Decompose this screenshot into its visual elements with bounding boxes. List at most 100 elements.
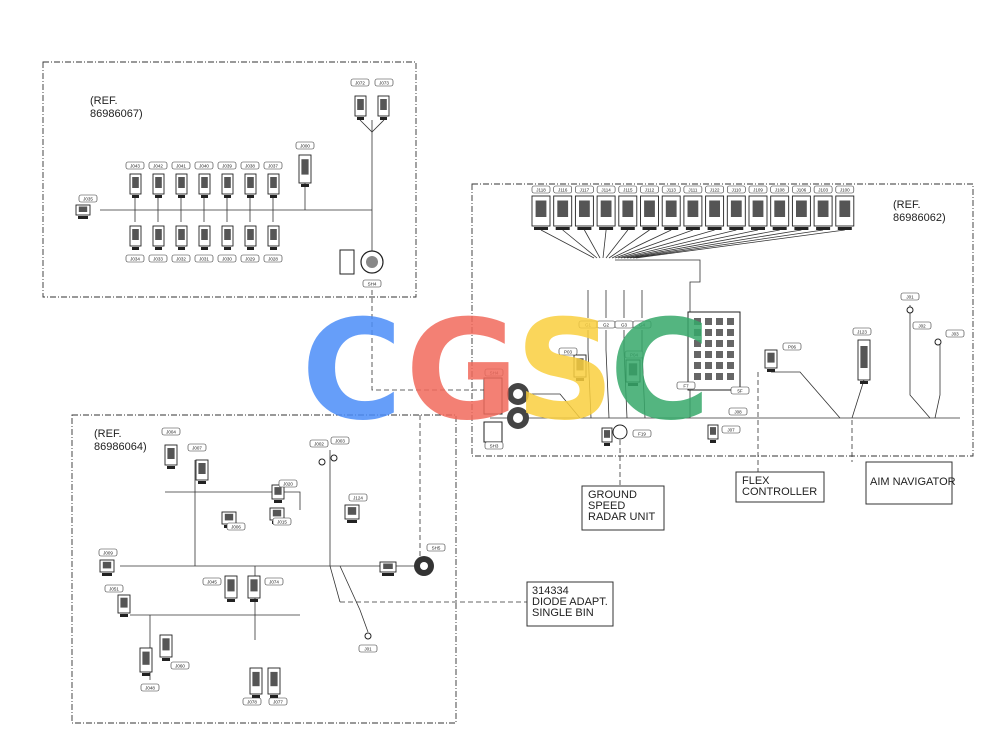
tl-plug-J030-boot <box>224 247 231 250</box>
tl-plug-J040-pins <box>201 177 208 188</box>
right-fan-wire <box>540 229 595 259</box>
bl-conn-J074-label: J074 <box>269 580 279 585</box>
tl-plug-J033 <box>152 225 165 250</box>
right-conn-J113-tag <box>661 185 681 194</box>
right-conn-J07-tag <box>721 425 741 434</box>
bl-conn-SH5-label: SH5 <box>432 546 441 551</box>
right-fuse-slot <box>727 318 734 325</box>
bl-conn-J003-tag <box>330 436 350 445</box>
bl-plug-J020 <box>271 484 285 503</box>
tl-conn-J029-tag <box>240 254 260 263</box>
tl-plug-J039-pins <box>224 177 231 188</box>
right-block-J103 <box>813 195 833 230</box>
callout-flex-controller-box <box>735 471 825 503</box>
tl-conn-J032-tag <box>171 254 191 263</box>
tl-plug-J028 <box>267 225 280 250</box>
tl-plug-J034 <box>129 225 142 250</box>
callout-flex-controller-line-0: FLEX <box>742 475 770 487</box>
tl-conn-J030-label: J030 <box>222 257 232 262</box>
tl-top-branch <box>359 119 385 133</box>
bl-ground-ring-j01 <box>364 632 372 640</box>
right-block-J109-pins <box>752 200 764 217</box>
tl-plug-J030 <box>221 225 234 250</box>
right-fuse-slot <box>716 362 723 369</box>
right-conn-P06-tag <box>782 342 802 351</box>
tl-conn-J038-tag <box>240 161 260 170</box>
right-block-J113-pins <box>665 200 677 217</box>
right-block-J118-pins <box>535 200 547 217</box>
right-block-J122 <box>705 195 725 230</box>
right-ground-ring <box>906 306 914 314</box>
right-radar-connector <box>612 424 628 440</box>
right-fuse-wire <box>587 330 592 419</box>
tl-conn-J041-label: J041 <box>176 164 186 169</box>
ref-label-right-1: (REF. <box>893 199 921 211</box>
right-conn-J117-label: J117 <box>580 188 590 193</box>
bl-conn-J060-tag <box>170 661 190 670</box>
right-conn-J108-label: J108 <box>775 188 785 193</box>
right-block-J111 <box>683 195 703 230</box>
right-fuse-slot <box>705 351 712 358</box>
bl-plug-J060 <box>159 634 173 661</box>
tl-plug-J031 <box>198 225 211 250</box>
right-plug-J123-boot <box>860 381 868 384</box>
right-block-J116-boot <box>555 227 570 230</box>
right-block-J100-pins <box>839 200 851 217</box>
right-fuse-wire <box>623 330 628 419</box>
right-conn-J123-label: J123 <box>857 330 867 335</box>
bl-conn-J051-tag <box>104 584 124 593</box>
tl-plug-J033-boot <box>155 247 162 250</box>
right-round-connector-2-core <box>513 413 523 423</box>
right-fuse-slot <box>694 362 701 369</box>
tl-plug-J028-boot <box>270 247 277 250</box>
right-plug-J123 <box>857 339 871 384</box>
tl-plug-J031-boot <box>201 247 208 250</box>
right-block-J112-pins <box>644 200 655 217</box>
right-conn-J112-label: J112 <box>645 188 655 193</box>
right-conn-J100-label: J100 <box>840 188 850 193</box>
right-conn-J03-label: J03 <box>951 332 959 337</box>
right-round-connector-1-core <box>513 389 523 399</box>
tl-conn-J030-tag <box>217 254 237 263</box>
tl-plug-J033-pins <box>155 229 162 240</box>
right-conn-J111-tag <box>683 185 703 194</box>
right-block-J122-pins <box>709 200 720 217</box>
callout-ground-speed-line-2: RADAR UNIT <box>588 511 656 523</box>
right-fan-wire <box>611 229 672 259</box>
right-conn-F19-label: F19 <box>638 432 646 437</box>
right-fuse-G3-label: G3 <box>621 323 628 328</box>
bl-conn-J048-tag <box>140 683 160 692</box>
right-conn-J118-label: J118 <box>536 188 546 193</box>
bl-conn-J048-label: J048 <box>145 686 155 691</box>
right-block-J108-boot <box>772 227 787 230</box>
right-fuse-slot <box>705 373 712 380</box>
right-conn-J116-tag <box>553 185 573 194</box>
bl-conn-J124-tag <box>348 493 368 502</box>
bl-round-connector-sh5-core <box>420 562 428 570</box>
right-conn-J106-tag <box>792 185 811 194</box>
bl-upper-branch <box>165 491 301 510</box>
tl-conn-J042-tag <box>148 161 168 170</box>
right-conn-J02-tag <box>912 321 932 330</box>
right-aim-wire <box>851 379 865 419</box>
tl-plug-J072-pins <box>357 99 364 110</box>
watermark-letter-2: S <box>515 290 614 451</box>
right-fuse-G1-label: G1 <box>585 323 592 328</box>
right-block-J106-pins <box>796 200 807 217</box>
right-fuse-slot <box>727 373 734 380</box>
bl-conn-J077-tag <box>268 697 288 706</box>
tl-plug-J073-boot <box>380 117 387 120</box>
right-plug-radar-boot <box>604 443 610 446</box>
bl-plug-J124 <box>344 504 360 523</box>
bl-conn-J051-label: J051 <box>109 587 119 592</box>
bl-conn-J020-tag <box>278 479 298 488</box>
right-fuse-slot <box>716 351 723 358</box>
right-block-J100 <box>835 195 855 230</box>
bl-conn-J078-label: J078 <box>247 700 257 705</box>
right-block-J116 <box>553 195 573 230</box>
right-conn-SH4-tag <box>484 368 504 377</box>
right-fan-wire <box>614 229 694 259</box>
right-block-J117 <box>574 195 594 230</box>
right-block-J118-boot <box>534 227 548 230</box>
